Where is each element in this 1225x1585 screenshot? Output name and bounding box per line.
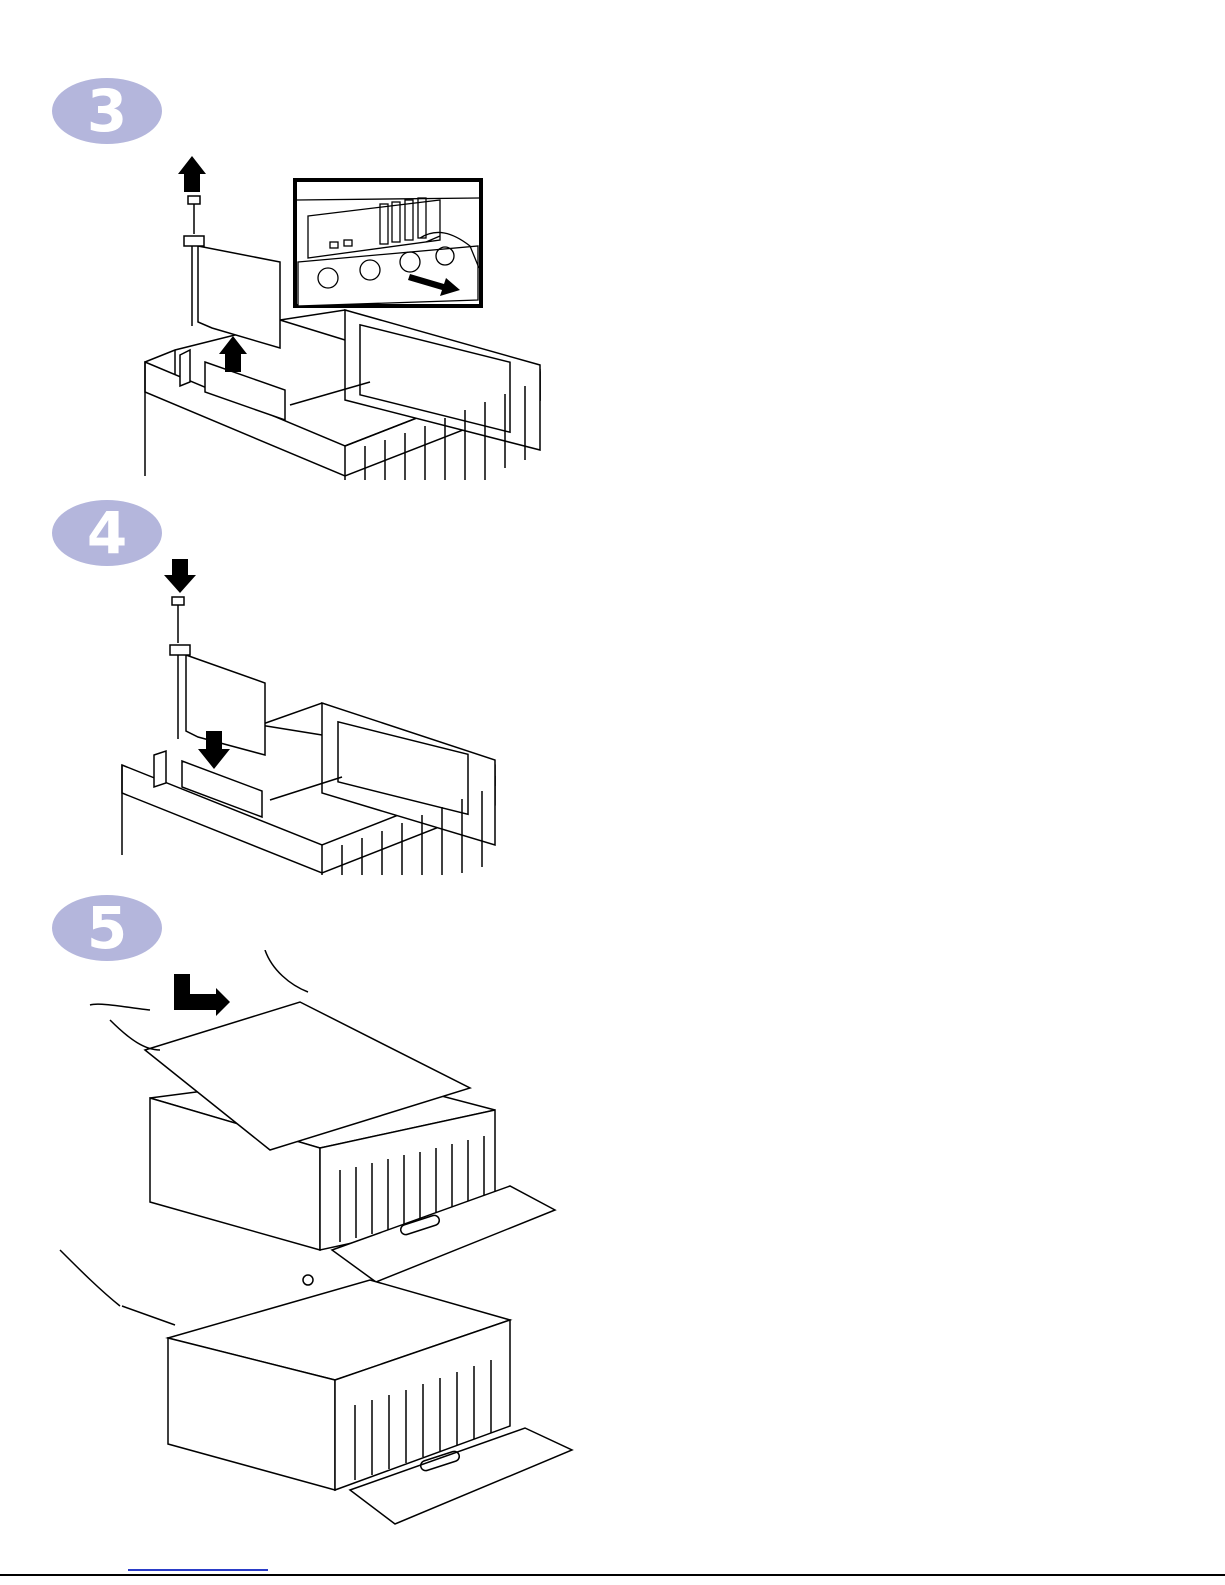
cover-replacement-illustration bbox=[50, 950, 580, 1530]
step-number: 5 bbox=[87, 899, 127, 957]
footer-rule bbox=[0, 1574, 1225, 1576]
card-removal-illustration bbox=[80, 150, 550, 480]
step-number: 3 bbox=[87, 82, 127, 140]
footer-link-underline[interactable] bbox=[128, 1569, 268, 1571]
step-number: 4 bbox=[87, 504, 127, 562]
card-installation-illustration bbox=[110, 555, 500, 875]
step-badge-3: 3 bbox=[52, 78, 162, 144]
